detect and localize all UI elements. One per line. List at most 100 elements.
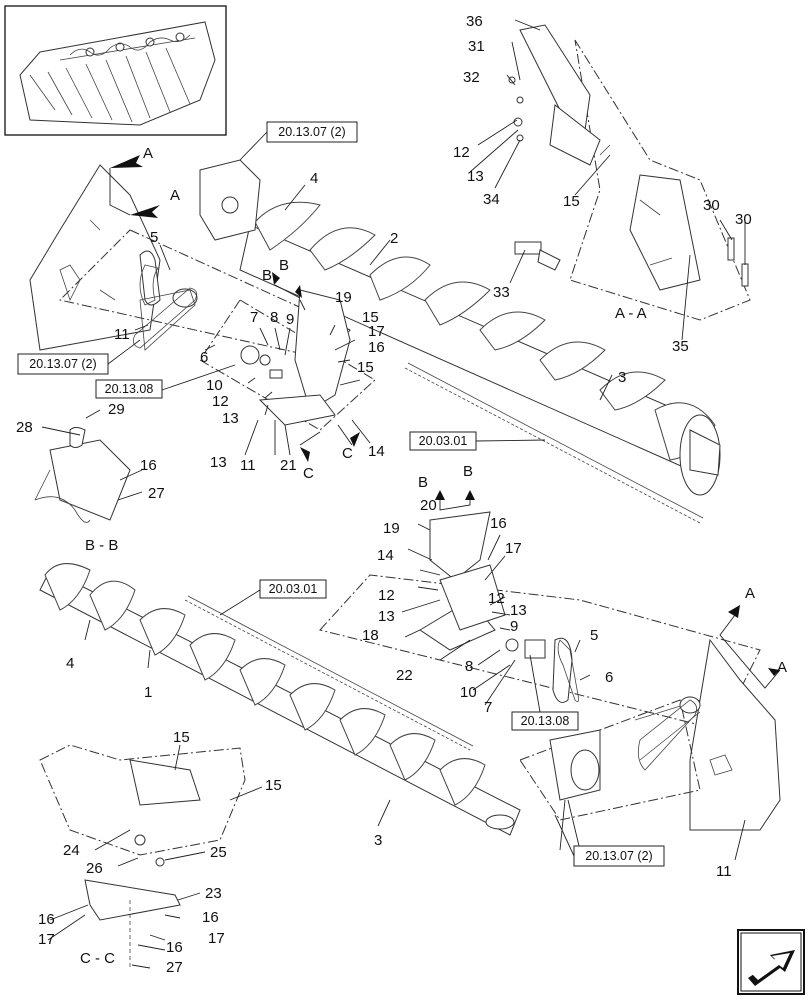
svg-text:13: 13 xyxy=(222,410,239,427)
svg-text:20.13.07 (2): 20.13.07 (2) xyxy=(278,125,345,139)
svg-text:15: 15 xyxy=(563,193,580,210)
svg-text:16: 16 xyxy=(140,457,157,474)
svg-text:12: 12 xyxy=(212,393,229,410)
section-label-c-c: C - C xyxy=(80,950,115,967)
section-arrows xyxy=(109,155,781,689)
gearbox-upper xyxy=(199,159,261,241)
svg-text:13: 13 xyxy=(510,602,527,619)
section-marker-a: A xyxy=(777,659,787,676)
section-marker-a: A xyxy=(143,145,153,162)
svg-text:20.13.07 (2): 20.13.07 (2) xyxy=(585,849,652,863)
svg-text:8: 8 xyxy=(270,309,278,326)
svg-text:1: 1 xyxy=(144,684,152,701)
svg-text:13: 13 xyxy=(210,454,227,471)
svg-text:17: 17 xyxy=(208,930,225,947)
svg-text:4: 4 xyxy=(310,170,318,187)
svg-text:8: 8 xyxy=(465,658,473,675)
svg-text:24: 24 xyxy=(63,842,80,859)
svg-text:12: 12 xyxy=(453,144,470,161)
svg-text:17: 17 xyxy=(505,540,522,557)
leader-lines xyxy=(41,19,746,969)
center-assembly-upper xyxy=(199,289,376,431)
svg-text:6: 6 xyxy=(200,349,208,366)
svg-text:20.13.08: 20.13.08 xyxy=(105,382,154,396)
svg-text:4: 4 xyxy=(66,655,74,672)
shaft-lower xyxy=(184,595,474,751)
svg-text:16: 16 xyxy=(368,339,385,356)
svg-text:29: 29 xyxy=(108,401,125,418)
auger-flights-lower xyxy=(44,563,486,806)
shaft-upper xyxy=(404,362,704,524)
svg-text:2: 2 xyxy=(390,230,398,247)
svg-text:16: 16 xyxy=(166,939,183,956)
next-page-arrow-icon[interactable] xyxy=(737,929,805,995)
svg-text:9: 9 xyxy=(286,311,294,328)
section-label-b-b: B - B xyxy=(85,537,118,554)
svg-text:18: 18 xyxy=(362,627,379,644)
svg-text:20.03.01: 20.03.01 xyxy=(269,582,318,596)
svg-text:14: 14 xyxy=(368,443,385,460)
svg-text:11: 11 xyxy=(114,326,130,343)
ref-box-20-13-07-top[interactable]: 20.13.07 (2) xyxy=(266,121,358,143)
detail-b-b xyxy=(34,427,131,523)
svg-text:13: 13 xyxy=(467,168,484,185)
section-marker-c: C xyxy=(342,445,353,462)
svg-text:B: B xyxy=(262,267,272,284)
svg-text:28: 28 xyxy=(16,419,33,436)
callout-numbers: 36 31 32 12 13 34 15 30 30 33 35 4 2 5 B… xyxy=(16,13,752,976)
svg-text:27: 27 xyxy=(166,959,183,976)
svg-text:20.13.07 (2): 20.13.07 (2) xyxy=(29,357,96,371)
ref-box-20-03-01-upper[interactable]: 20.03.01 xyxy=(409,431,477,451)
svg-text:21: 21 xyxy=(280,457,297,474)
svg-text:19: 19 xyxy=(383,520,400,537)
svg-text:34: 34 xyxy=(483,191,500,208)
section-label-a-a: A - A xyxy=(615,305,647,322)
svg-text:32: 32 xyxy=(463,69,480,86)
svg-text:25: 25 xyxy=(210,844,227,861)
svg-text:16: 16 xyxy=(490,515,507,532)
detail-a-a xyxy=(508,24,751,321)
svg-text:12: 12 xyxy=(378,587,395,604)
ref-box-20-13-07-left[interactable]: 20.13.07 (2) xyxy=(17,353,109,375)
svg-text:31: 31 xyxy=(468,38,485,55)
svg-text:16: 16 xyxy=(38,911,55,928)
svg-text:10: 10 xyxy=(206,377,223,394)
svg-text:20: 20 xyxy=(420,497,437,514)
svg-text:15: 15 xyxy=(173,729,190,746)
svg-text:30: 30 xyxy=(703,197,720,214)
svg-text:36: 36 xyxy=(466,13,483,30)
svg-text:5: 5 xyxy=(150,229,158,246)
ref-box-20-13-08-upper[interactable]: 20.13.08 xyxy=(95,379,163,399)
svg-text:30: 30 xyxy=(735,211,752,228)
svg-text:3: 3 xyxy=(618,369,626,386)
auger-upper xyxy=(239,201,721,496)
svg-text:9: 9 xyxy=(510,618,518,635)
section-marker-b: B xyxy=(463,463,473,480)
detail-c-c xyxy=(39,744,246,970)
center-assembly-lower xyxy=(319,511,761,731)
auger-lower xyxy=(39,563,521,836)
svg-text:27: 27 xyxy=(148,485,165,502)
thumbnail-frame xyxy=(4,5,227,136)
svg-text:17: 17 xyxy=(38,931,55,948)
svg-text:11: 11 xyxy=(240,457,256,474)
svg-text:3: 3 xyxy=(374,832,382,849)
svg-text:7: 7 xyxy=(250,309,258,326)
svg-text:6: 6 xyxy=(605,669,613,686)
svg-text:33: 33 xyxy=(493,284,510,301)
svg-text:16: 16 xyxy=(202,909,219,926)
ref-box-20-13-07-lower[interactable]: 20.13.07 (2) xyxy=(573,845,665,867)
side-plate-lower-right xyxy=(519,638,781,831)
svg-text:10: 10 xyxy=(460,684,477,701)
svg-text:13: 13 xyxy=(378,608,395,625)
svg-text:35: 35 xyxy=(672,338,689,355)
section-marker-a: A xyxy=(170,187,180,204)
ref-box-20-03-01-lower[interactable]: 20.03.01 xyxy=(259,579,327,599)
ref-box-20-13-08-lower[interactable]: 20.13.08 xyxy=(511,711,579,731)
svg-text:17: 17 xyxy=(368,323,385,340)
svg-text:15: 15 xyxy=(357,359,374,376)
svg-text:19: 19 xyxy=(335,289,352,306)
svg-text:14: 14 xyxy=(377,547,394,564)
svg-text:15: 15 xyxy=(362,309,379,326)
